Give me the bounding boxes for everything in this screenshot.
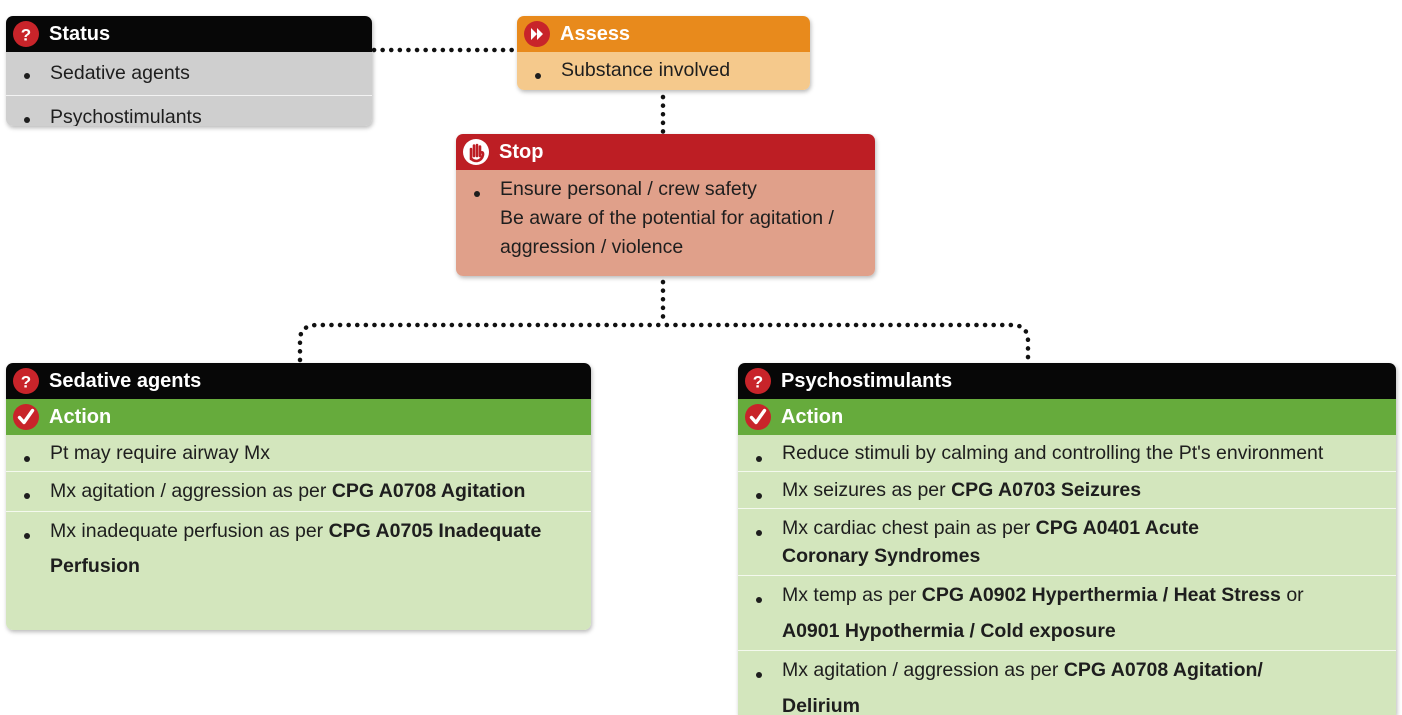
list-item: Mx seizures as per CPG A0703 Seizures — [738, 471, 1396, 508]
fast-forward-icon — [524, 21, 550, 47]
question-mark-icon: ? — [13, 368, 39, 394]
stop-header: Stop — [456, 134, 875, 170]
sedative-agents-box: ? Sedative agents Action Pt may require … — [6, 363, 591, 630]
psychostimulants-box: ? Psychostimulants Action Reduce stimuli… — [738, 363, 1396, 715]
psycho-action-header: Action — [738, 399, 1396, 435]
stop-item-line1: Ensure personal / crew safety — [500, 178, 757, 200]
list-item: Mx agitation / aggression as per CPG A07… — [6, 471, 591, 511]
stop-title: Stop — [499, 140, 544, 163]
svg-text:?: ? — [21, 373, 31, 392]
list-item: Mx temp as per CPG A0902 Hyperthermia / … — [738, 575, 1396, 650]
list-item: Mx agitation / aggression as per CPG A07… — [738, 650, 1396, 715]
stop-hand-icon — [463, 139, 489, 165]
svg-text:?: ? — [21, 26, 31, 45]
assess-title: Assess — [560, 22, 631, 45]
list-item: Sedative agents — [6, 52, 372, 95]
checkmark-icon — [745, 404, 771, 430]
list-item: Reduce stimuli by calming and controllin… — [738, 435, 1396, 471]
status-header: ? Status — [6, 16, 372, 52]
assess-box: Assess Substance involved — [517, 16, 810, 90]
sedative-header: ? Sedative agents — [6, 363, 591, 399]
svg-text:?: ? — [753, 373, 763, 392]
psycho-action-title: Action — [781, 405, 844, 428]
stop-item-line2: Be aware of the potential for agitation … — [500, 207, 834, 258]
status-title: Status — [49, 22, 111, 45]
checkmark-icon — [13, 404, 39, 430]
sedative-action-title: Action — [49, 405, 112, 428]
list-item: Mx cardiac chest pain as per CPG A0401 A… — [738, 508, 1396, 575]
psycho-title: Psychostimulants — [781, 369, 953, 392]
assess-header: Assess — [517, 16, 810, 52]
sedative-action-header: Action — [6, 399, 591, 435]
list-item: Substance involved — [517, 52, 810, 88]
list-item: Pt may require airway Mx — [6, 435, 591, 471]
psycho-action-list: Reduce stimuli by calming and controllin… — [738, 435, 1396, 715]
list-item: Ensure personal / crew safety Be aware o… — [456, 170, 875, 267]
status-box: ? Status Sedative agents Psychostimulant… — [6, 16, 372, 126]
stop-box: Stop Ensure personal / crew safety Be aw… — [456, 134, 875, 276]
sedative-action-list: Pt may require airway Mx Mx agitation / … — [6, 435, 591, 630]
list-item: Psychostimulants — [6, 95, 372, 126]
list-item: Mx inadequate perfusion as per CPG A0705… — [6, 511, 591, 586]
psycho-header: ? Psychostimulants — [738, 363, 1396, 399]
status-list: Sedative agents Psychostimulants — [6, 52, 372, 126]
sedative-title: Sedative agents — [49, 369, 202, 392]
assess-list: Substance involved — [517, 52, 810, 90]
question-mark-icon: ? — [13, 21, 39, 47]
question-mark-icon: ? — [745, 368, 771, 394]
connector-stop-branches — [297, 279, 1031, 363]
stop-list: Ensure personal / crew safety Be aware o… — [456, 170, 875, 276]
